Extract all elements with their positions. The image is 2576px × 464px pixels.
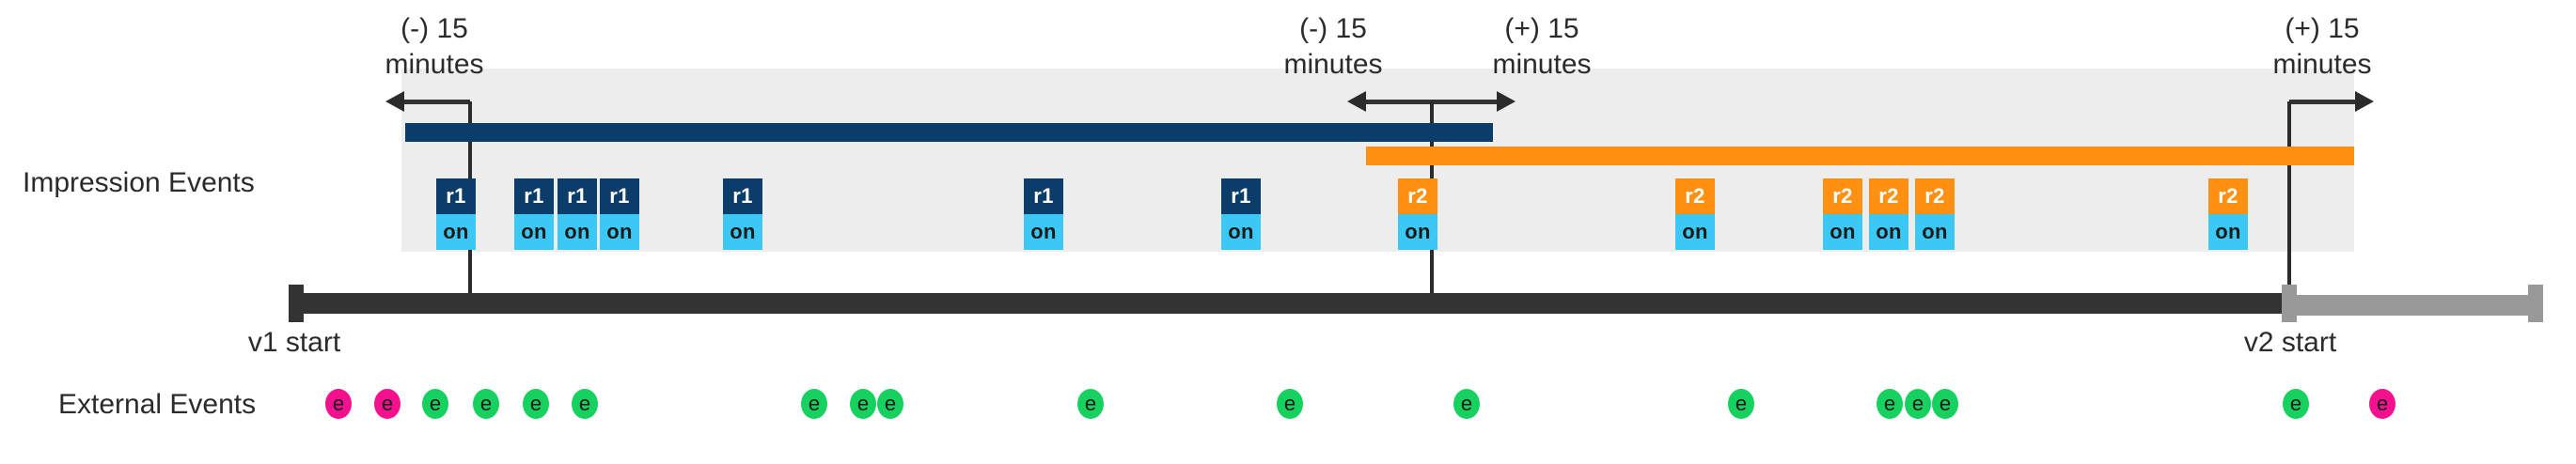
ann-right-plus-arrow-shaft (2289, 100, 2355, 104)
impression-badge-r2[interactable]: r2 (2208, 178, 2248, 214)
ann-left-minus-arrow-shaft (404, 100, 470, 104)
ann-left-minus-line2: minutes (385, 49, 484, 81)
ann-mid-minus-text: (-) 15 minutes (1230, 11, 1437, 84)
ann-mid-plus-arrow-head-icon (1497, 91, 1516, 112)
external-events-row-label: External Events (58, 389, 257, 420)
impression-badge-state[interactable]: on (1823, 214, 1862, 250)
impression-badge-state[interactable]: on (1398, 214, 1437, 250)
ann-right-plus-line2: minutes (2272, 49, 2372, 81)
external-event-dot-out[interactable]: e (325, 389, 352, 419)
impression-badge-r1[interactable]: r1 (436, 178, 476, 214)
cap-v2-start-marker (2282, 285, 2297, 322)
impression-badge-r1[interactable]: r1 (558, 178, 597, 214)
cap-end-marker (2528, 285, 2543, 322)
external-event-dot-in[interactable]: e (1932, 389, 1958, 419)
external-event-dot-in[interactable]: e (850, 389, 876, 419)
label-v1-start: v1 start (247, 327, 341, 358)
impression-badge-state[interactable]: on (1869, 214, 1908, 250)
ann-right-plus-text: (+) 15 minutes (2219, 11, 2426, 84)
impression-badge-state[interactable]: on (1024, 214, 1063, 250)
impression-badge-r2[interactable]: r2 (1823, 178, 1862, 214)
external-event-dot-out[interactable]: e (374, 389, 401, 419)
tick-v2-vertical-line (2287, 101, 2291, 287)
impression-badge-r1[interactable]: r1 (723, 178, 762, 214)
impression-badge-state[interactable]: on (1675, 214, 1715, 250)
external-event-dot-in[interactable]: e (1077, 389, 1104, 419)
ann-left-minus-arrow-head-icon (385, 91, 404, 112)
ann-mid-minus-arrow-head-icon (1347, 91, 1366, 112)
external-event-dot-in[interactable]: e (877, 389, 903, 419)
external-event-dot-in[interactable]: e (801, 389, 827, 419)
ann-mid-minus-arrow-shaft (1366, 100, 1432, 104)
external-event-dot-in[interactable]: e (422, 389, 448, 419)
external-event-dot-out[interactable]: e (2369, 389, 2395, 419)
run-bar-r1 (405, 123, 1493, 142)
ann-mid-plus-line1: (+) 15 (1504, 13, 1579, 44)
ann-mid-plus-line2: minutes (1492, 49, 1592, 81)
ann-mid-plus-text: (+) 15 minutes (1438, 11, 1645, 84)
impression-badge-r1[interactable]: r1 (1221, 178, 1261, 214)
external-event-dot-in[interactable]: e (2283, 389, 2309, 419)
run-bar-r2 (1366, 147, 2354, 165)
impression-badge-state[interactable]: on (436, 214, 476, 250)
ann-mid-minus-line1: (-) 15 (1299, 13, 1367, 44)
ann-right-plus-line1: (+) 15 (2285, 13, 2360, 44)
external-event-dot-in[interactable]: e (1277, 389, 1303, 419)
impression-badge-state[interactable]: on (2208, 214, 2248, 250)
impression-badge-r2[interactable]: r2 (1398, 178, 1437, 214)
impression-badge-r1[interactable]: r1 (600, 178, 639, 214)
ann-mid-plus-arrow-shaft (1432, 100, 1497, 104)
external-event-dot-in[interactable]: e (1877, 389, 1903, 419)
external-event-dot-in[interactable]: e (1453, 389, 1480, 419)
external-event-dot-in[interactable]: e (1728, 389, 1754, 419)
label-v2-start: v2 start (2243, 327, 2337, 358)
impression-badge-r2[interactable]: r2 (1869, 178, 1908, 214)
external-event-dot-in[interactable]: e (473, 389, 499, 419)
external-event-dot-in[interactable]: e (572, 389, 598, 419)
impression-badge-state[interactable]: on (600, 214, 639, 250)
impression-badge-state[interactable]: on (1915, 214, 1955, 250)
impression-badge-r1[interactable]: r1 (1024, 178, 1063, 214)
ann-left-minus-line1: (-) 15 (401, 13, 468, 44)
external-event-dot-in[interactable]: e (523, 389, 549, 419)
impression-badge-r1[interactable]: r1 (514, 178, 554, 214)
ann-right-plus-arrow-head-icon (2355, 91, 2374, 112)
ann-mid-minus-line2: minutes (1283, 49, 1383, 81)
impression-badge-state[interactable]: on (558, 214, 597, 250)
cap-v1-start-marker (289, 285, 304, 322)
timeline-active (294, 293, 2289, 314)
impression-events-row-label: Impression Events (23, 167, 255, 198)
timeline-future (2289, 295, 2543, 316)
external-event-dot-in[interactable]: e (1905, 389, 1931, 419)
impression-badge-state[interactable]: on (723, 214, 762, 250)
impression-badge-r2[interactable]: r2 (1915, 178, 1955, 214)
impression-badge-state[interactable]: on (1221, 214, 1261, 250)
ann-left-minus-text: (-) 15 minutes (331, 11, 538, 84)
impression-badge-r2[interactable]: r2 (1675, 178, 1715, 214)
impression-badge-state[interactable]: on (514, 214, 554, 250)
